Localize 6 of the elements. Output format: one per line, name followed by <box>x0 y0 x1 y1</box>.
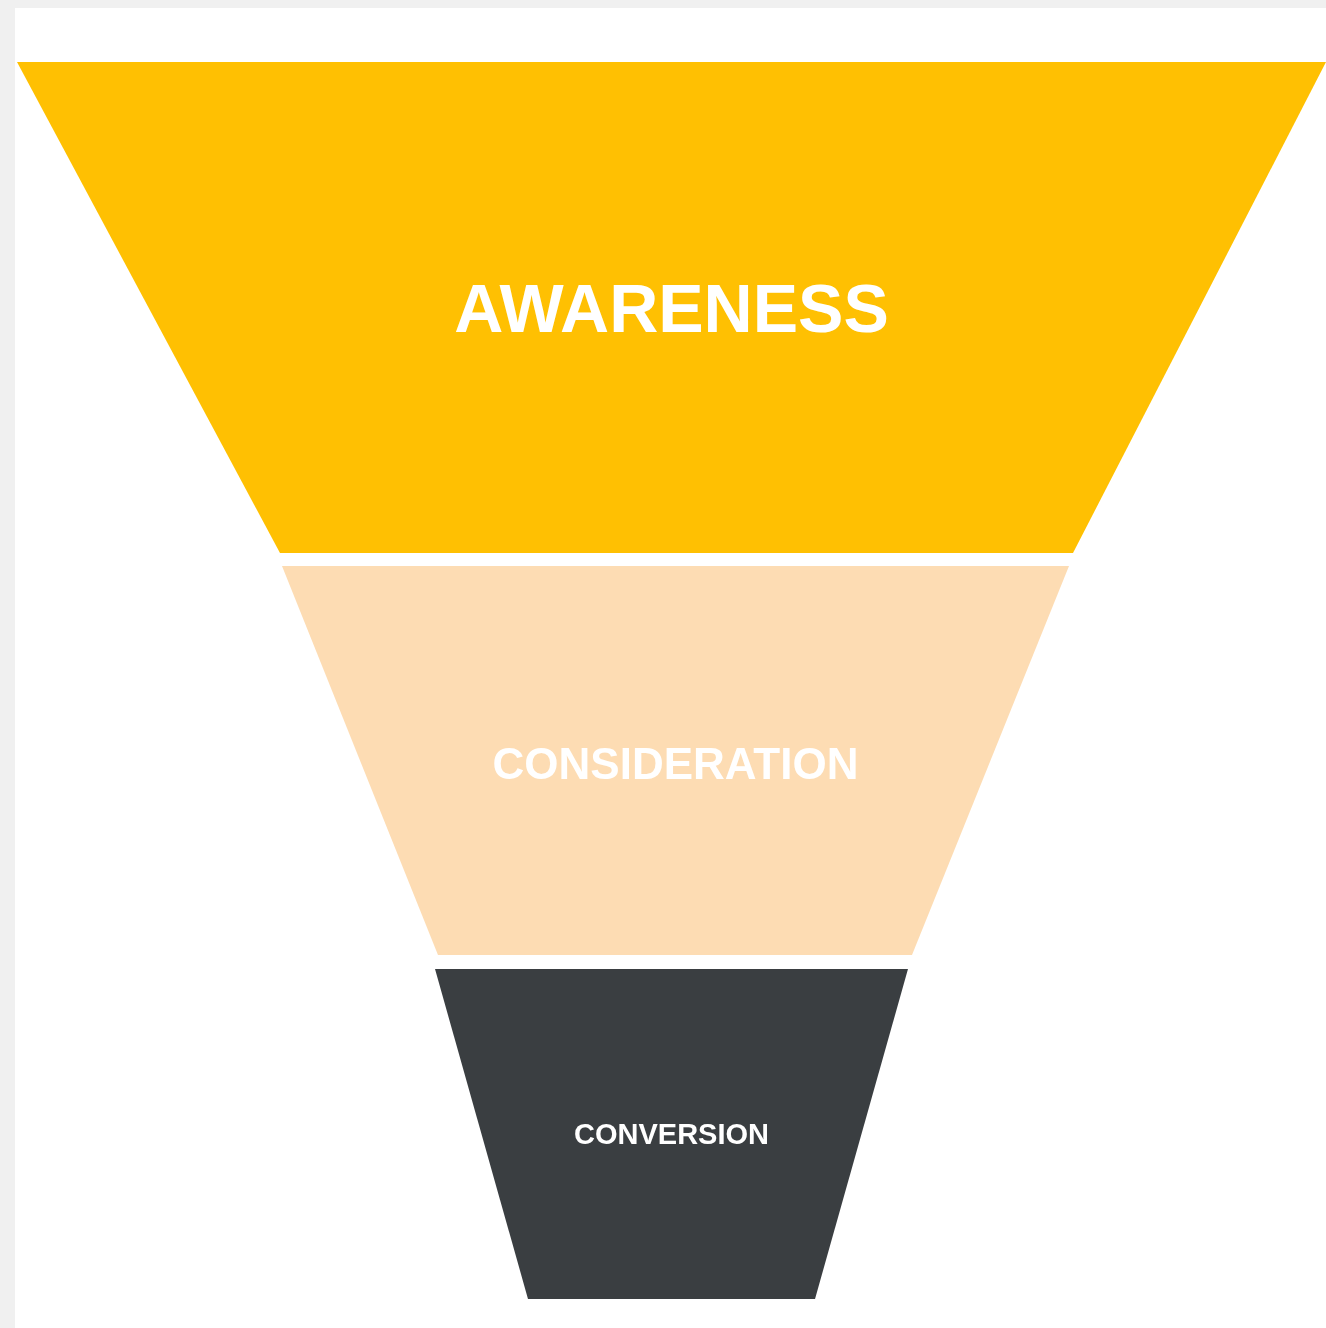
funnel-stage <box>17 62 1326 553</box>
stage-label: CONVERSION <box>574 1119 769 1149</box>
stage-label: CONSIDERATION <box>492 742 859 787</box>
funnel-stage <box>435 969 908 1299</box>
funnel-stage <box>282 566 1069 955</box>
stage-label: AWARENESS <box>454 273 889 342</box>
